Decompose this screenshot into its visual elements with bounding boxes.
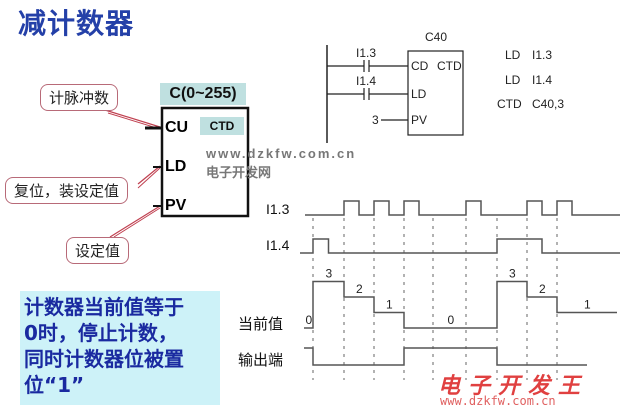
stl-op: LD — [505, 73, 521, 87]
pin-cu: CU — [165, 119, 189, 136]
current-value-label: 3 — [326, 267, 333, 281]
watermark-logo: 电子开发王 — [438, 373, 589, 399]
waveform-i14 — [300, 238, 620, 254]
note-line: 同时计数器位被置 — [24, 347, 184, 371]
signal-label-i13: I1.3 — [266, 201, 290, 217]
watermark-url: www.dzkfw.com.cn — [206, 146, 357, 161]
counter-range-label: C(0~255) — [160, 83, 246, 105]
callout-preset: 设定值 — [66, 237, 130, 264]
ladder-pv-value: 3 — [372, 113, 379, 127]
signal-label-i14: I1.4 — [266, 237, 290, 253]
ladder-counter-box — [407, 50, 464, 136]
ladder-counter-name: C40 — [425, 30, 448, 44]
signal-label-output: 输出端 — [238, 351, 284, 369]
ladder-pin-ld: LD — [411, 87, 427, 101]
stl-arg: I1.4 — [532, 73, 553, 87]
counter-type-label: CTD — [200, 117, 244, 135]
page-title: 减计数器 — [18, 7, 135, 40]
current-value-label: 2 — [539, 282, 546, 296]
waveform-current-value — [304, 280, 617, 329]
current-value-label: 1 — [584, 298, 591, 312]
note-line: 位“1” — [24, 373, 85, 397]
signal-label-current: 当前值 — [238, 315, 284, 333]
stl-op: LD — [505, 48, 521, 62]
watermark-url-bottom: www.dzkfw.com.cn — [440, 394, 556, 408]
stl-op: CTD — [497, 97, 522, 111]
watermark-site: 电子开发网 — [206, 166, 272, 181]
ladder-contact-i14: I1.4 — [356, 74, 377, 88]
ladder-pin-cd: CD — [411, 59, 429, 73]
callout-count-pulse: 计脉冲数 — [40, 84, 119, 111]
timing-diagram: 0 3 2 1 0 3 2 1 — [300, 200, 620, 380]
callout-leader-pv — [109, 205, 161, 238]
waveform-i13 — [305, 200, 620, 216]
note-line: 计数器当前值等于 — [24, 295, 184, 319]
note-box: 计数器当前值等于 0时，停止计数， 同时计数器位被置 位“1” — [20, 291, 220, 405]
pin-pv: PV — [165, 197, 187, 214]
note-line: 0时，停止计数， — [24, 321, 178, 345]
ladder-pin-pv: PV — [411, 113, 428, 127]
stl-arg: C40,3 — [532, 97, 565, 111]
current-value-label: 1 — [386, 298, 393, 312]
current-value-label: 3 — [509, 267, 516, 281]
callout-leader-ld — [137, 165, 161, 185]
callout-leader-cu — [104, 109, 161, 128]
current-value-label: 2 — [356, 282, 363, 296]
ladder-pin-ctd: CTD — [437, 59, 462, 73]
stl-arg: I1.3 — [532, 48, 553, 62]
pin-ld: LD — [165, 158, 187, 175]
waveform-output — [304, 347, 587, 366]
current-value-label: 0 — [306, 313, 313, 327]
current-value-label: 0 — [448, 313, 455, 327]
ladder-contact-i13: I1.3 — [356, 46, 377, 60]
callout-reset-load: 复位，装设定值 — [5, 177, 129, 204]
